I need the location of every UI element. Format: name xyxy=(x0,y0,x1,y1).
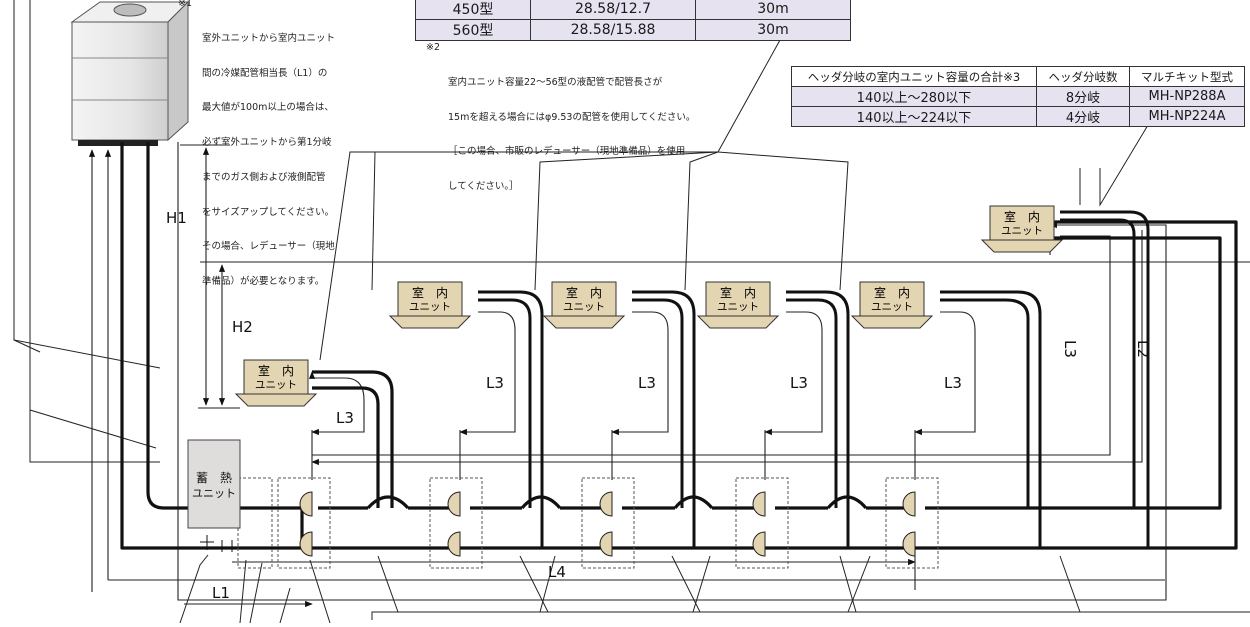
note-mark-2: ※2 xyxy=(426,42,441,53)
indoor-unit-label-2: ユニット xyxy=(871,301,913,313)
label-l3-right: L3 xyxy=(1061,340,1079,358)
label-l3-unit4: L3 xyxy=(790,374,808,392)
label-l1: L1 xyxy=(212,584,230,602)
leader-lines xyxy=(13,0,1250,624)
dimension-labels: H1 H2 L1 L4 L3 L3 L3 L3 L3 L3 L2 xyxy=(166,209,1152,602)
cell-capacity: 140以上〜280以下 xyxy=(791,86,1037,107)
indoor-unit: 室 内ユニット xyxy=(542,281,626,329)
indoor-unit-panel xyxy=(850,315,934,329)
indoor-unit-body xyxy=(705,281,771,317)
indoor-unit-panel xyxy=(542,315,626,329)
indoor-risers xyxy=(478,210,1150,548)
indoor-unit: 室 内ユニット xyxy=(696,281,780,329)
label-h1: H1 xyxy=(166,209,187,227)
indoor-unit-body xyxy=(243,359,309,395)
indoor-unit: 室 内ユニット xyxy=(234,359,318,407)
label-l4: L4 xyxy=(548,563,566,581)
col-branches: ヘッダ分岐数 xyxy=(1036,66,1130,87)
capacity-model: 560型 xyxy=(415,19,531,41)
indoor-unit-panel xyxy=(696,315,780,329)
outdoor-note-line: 準備品）が必要となります。 xyxy=(202,276,325,288)
cell-kit: MH-NP224A xyxy=(1129,106,1245,127)
label-l3-first: L3 xyxy=(336,409,354,427)
capacity-length: 30m xyxy=(695,19,851,41)
indoor-unit-label-2: ユニット xyxy=(563,301,605,313)
outdoor-note-line: 室外ユニットから室内ユニット xyxy=(202,32,336,44)
liquid-note-line: 室内ユニット容量22〜56型の液配管で配管長さが xyxy=(448,76,663,88)
header-table-head: ヘッダ分岐の室内ユニット容量の合計※3 ヘッダ分岐数 マルチキット型式 xyxy=(791,66,1245,87)
indoor-unit-label-2: ユニット xyxy=(409,301,451,313)
flow-arrows xyxy=(88,142,1167,608)
header-branch-table: ヘッダ分岐の室内ユニット容量の合計※3 ヘッダ分岐数 マルチキット型式 140以… xyxy=(791,66,1245,127)
cell-kit: MH-NP288A xyxy=(1129,86,1245,107)
liquid-pipe-note: ※2 室内ユニット容量22〜56型の液配管で配管長さが 15mを超える場合にはφ… xyxy=(426,42,695,216)
outdoor-note-line: 最大値が100m以上の場合は、 xyxy=(202,102,334,114)
header-table-row: 140以上〜280以下 8分岐 MH-NP288A xyxy=(791,86,1245,107)
height-dimensions xyxy=(202,147,226,406)
indoor-unit-label-1: 室 内 xyxy=(258,363,294,378)
outdoor-note-line: をサイズアップしてください。 xyxy=(202,206,335,218)
label-l3-unit5: L3 xyxy=(944,374,962,392)
col-capacity: ヘッダ分岐の室内ユニット容量の合計※3 xyxy=(791,66,1037,87)
note-mark-1: ※1 xyxy=(178,0,193,9)
indoor-unit: 室 内ユニット xyxy=(980,205,1064,253)
label-l3-unit2: L3 xyxy=(486,374,504,392)
outdoor-note-line: 必ず室外ユニットから第1分岐 xyxy=(202,137,332,149)
outdoor-note-line: その場合、レデューサー（現地 xyxy=(202,241,335,253)
header-table-row: 140以上〜224以下 4分岐 MH-NP224A xyxy=(791,106,1245,127)
capacity-model: 450型 xyxy=(415,0,531,20)
label-l2: L2 xyxy=(1134,340,1152,358)
cell-branches: 8分岐 xyxy=(1036,86,1130,107)
cell-branches: 4分岐 xyxy=(1036,106,1130,127)
outdoor-note-line: 間の冷媒配管相当長（L1）の xyxy=(202,67,328,79)
indoor-unit-label-1: 室 内 xyxy=(874,285,910,300)
indoor-unit: 室 内ユニット xyxy=(388,281,472,329)
label-l3-unit3: L3 xyxy=(638,374,656,392)
main-pipes xyxy=(120,142,1238,550)
liquid-note-line: ［この場合、市販のレデューサー（現地準備品）を使用 xyxy=(448,146,686,158)
indoor-unit-label-1: 室 内 xyxy=(1004,209,1040,224)
capacity-row: 450型 28.58/12.7 30m xyxy=(415,0,851,20)
indoor-unit-body xyxy=(397,281,463,317)
branch-joints xyxy=(299,491,916,557)
indoor-unit-label-2: ユニット xyxy=(255,379,297,391)
header-boxes xyxy=(237,477,939,569)
capacity-pipe: 28.58/12.7 xyxy=(530,0,696,20)
indoor-unit-label-1: 室 内 xyxy=(412,285,448,300)
outdoor-note-line: までのガス側および液側配管 xyxy=(202,171,326,183)
capacity-table: 450型 28.58/12.7 30m 560型 28.58/15.88 30m xyxy=(415,0,851,41)
indoor-unit-label-2: ユニット xyxy=(717,301,759,313)
label-h2: H2 xyxy=(232,318,253,336)
indoor-unit-body xyxy=(551,281,617,317)
capacity-pipe: 28.58/15.88 xyxy=(530,19,696,41)
outdoor-unit xyxy=(70,0,190,146)
liquid-note-line: してください。］ xyxy=(448,181,519,193)
storage-unit-label-2: ユニット xyxy=(192,487,236,500)
storage-unit: 蓄 熱 ユニット xyxy=(187,439,241,552)
capacity-length: 30m xyxy=(695,0,851,20)
liquid-note-line: 15mを超える場合にはφ9.53の配管を使用してください。 xyxy=(448,111,696,123)
indoor-unit-label-1: 室 内 xyxy=(566,285,602,300)
indoor-unit-body xyxy=(989,205,1055,241)
storage-unit-label-1: 蓄 熱 xyxy=(196,471,232,485)
capacity-row: 560型 28.58/15.88 30m xyxy=(415,19,851,41)
indoor-unit-body xyxy=(859,281,925,317)
indoor-unit-panel xyxy=(234,393,318,407)
outdoor-piping-note: ※1 室外ユニットから室内ユニット 間の冷媒配管相当長（L1）の 最大値が100… xyxy=(178,0,335,311)
indoor-unit-panel xyxy=(388,315,472,329)
indoor-unit-label-2: ユニット xyxy=(1001,225,1043,237)
indoor-unit-label-1: 室 内 xyxy=(720,285,756,300)
cell-capacity: 140以上〜224以下 xyxy=(791,106,1037,127)
indoor-unit-panel xyxy=(980,239,1064,253)
indoor-unit: 室 内ユニット xyxy=(850,281,934,329)
col-kit: マルチキット型式 xyxy=(1129,66,1245,87)
